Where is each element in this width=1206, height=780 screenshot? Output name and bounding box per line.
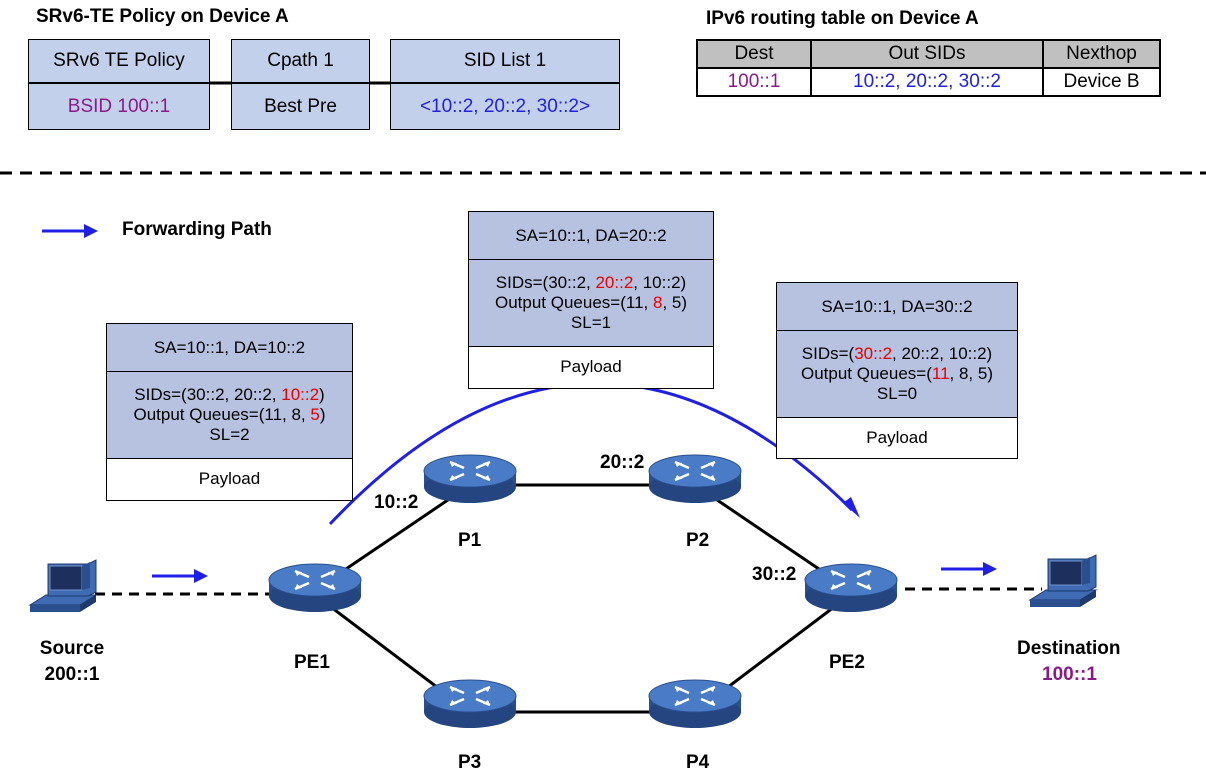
p2-label: P2 — [686, 530, 710, 551]
packet-header-text: SA=10::1, DA=20::2 — [515, 225, 667, 245]
packet-header-text: SA=10::1, DA=30::2 — [821, 296, 973, 316]
destination-computer-icon — [1028, 554, 1098, 607]
p3-label: P3 — [458, 752, 482, 773]
queues-prefix: Output Queues=( — [800, 364, 932, 383]
sids-suffix: , 10::2) — [633, 273, 687, 292]
cpath-preference-cell: Best Pre — [231, 83, 370, 130]
policy-title: SRv6-TE Policy on Device A — [36, 6, 289, 27]
packet-payload: Payload — [469, 347, 713, 387]
router-links — [314, 483, 851, 714]
p1-interface-label: 10::2 — [374, 492, 419, 513]
source-name-label: Source — [39, 638, 105, 659]
packet-payload: Payload — [107, 459, 352, 499]
routing-table-title: IPv6 routing table on Device A — [706, 8, 979, 29]
sidlist-header-cell: SID List 1 — [390, 39, 620, 83]
p2-router-icon — [648, 454, 742, 503]
packet-box-1: SA=10::1, DA=10::2 SIDs=(30::2, 20::2, 1… — [106, 323, 353, 501]
p4-router-icon — [648, 679, 742, 728]
routing-table: Dest Out SIDs Nexthop 100::1 10::2, 20::… — [696, 39, 1161, 97]
p4-label: P4 — [686, 752, 710, 773]
routing-table-header: Dest Out SIDs Nexthop — [696, 39, 1161, 69]
pe1-router-icon — [268, 563, 362, 612]
packet-sids: SIDs=(30::2, 20::2, 10::2) — [496, 273, 686, 293]
source-computer-icon — [28, 559, 98, 612]
p2-interface-label: 20::2 — [600, 452, 645, 473]
active-sid: 30::2 — [854, 344, 893, 363]
segments-left: SL=1 — [570, 313, 612, 332]
pe2-label: PE2 — [829, 652, 865, 673]
pe2-router-icon — [804, 563, 898, 612]
active-queue: 8 — [652, 293, 663, 312]
packet-ipv6-header: SA=10::1, DA=20::2 — [469, 212, 713, 260]
bsid-cell: BSID 100::1 — [28, 83, 210, 130]
packet-sids: SIDs=(30::2, 20::2, 10::2) — [134, 385, 324, 405]
pe2-interface-label: 30::2 — [752, 564, 797, 585]
active-queue: 5 — [310, 405, 320, 424]
segments-left: SL=2 — [209, 425, 250, 444]
cpath-header-cell: Cpath 1 — [231, 39, 370, 83]
packet-ipv6-header: SA=10::1, DA=30::2 — [777, 283, 1017, 331]
pe1-label: PE1 — [294, 652, 330, 673]
out-sids-cell: 10::2, 20::2, 30::2 — [810, 67, 1044, 97]
sidlist-value-cell: <10::2, 20::2, 30::2> — [390, 83, 620, 130]
packet-srh: SIDs=(30::2, 20::2, 10::2) Output Queues… — [777, 331, 1017, 418]
packet-queues: Output Queues=(11, 8, 5) — [495, 293, 687, 313]
sids-suffix: ) — [319, 385, 325, 404]
sids-prefix: SIDs=(30::2, — [495, 273, 596, 292]
sids-suffix: , 20::2, 10::2) — [892, 344, 993, 363]
dest-arrow-head — [983, 562, 997, 576]
packet-queues: Output Queues=(11, 8, 5) — [133, 405, 325, 425]
packet-queues: Output Queues=(11, 8, 5) — [801, 364, 993, 384]
table-row: 100::1 10::2, 20::2, 30::2 Device B — [696, 67, 1161, 97]
sids-prefix: SIDs=(30::2, 20::2, — [134, 385, 282, 404]
p3-router-icon — [423, 679, 517, 728]
queues-suffix: ) — [319, 405, 326, 424]
queues-suffix: , 5) — [662, 293, 687, 312]
p1-label: P1 — [458, 530, 482, 551]
packet-header-text: SA=10::1, DA=10::2 — [153, 337, 306, 357]
packet-srh: SIDs=(30::2, 20::2, 10::2) Output Queues… — [107, 372, 352, 459]
source-address-label: 200::1 — [44, 664, 100, 685]
sids-prefix: SIDs=( — [801, 344, 855, 363]
packet-box-3: SA=10::1, DA=30::2 SIDs=(30::2, 20::2, 1… — [776, 282, 1018, 459]
queues-prefix: Output Queues=(11, 8, — [133, 405, 311, 424]
active-sid: 10::2 — [281, 385, 320, 404]
column-header: Nexthop — [1042, 39, 1161, 69]
packet-srh: SIDs=(30::2, 20::2, 10::2) Output Queues… — [469, 260, 713, 347]
packet-sids: SIDs=(30::2, 20::2, 10::2) — [802, 344, 992, 364]
nexthop-cell: Device B — [1042, 67, 1161, 97]
policy-header-cell: SRv6 TE Policy — [28, 39, 210, 83]
column-header: Dest — [696, 39, 812, 69]
packet-box-2: SA=10::1, DA=20::2 SIDs=(30::2, 20::2, 1… — [468, 211, 714, 389]
packet-payload: Payload — [777, 418, 1017, 458]
packet-ipv6-header: SA=10::1, DA=10::2 — [107, 324, 352, 372]
source-arrow-head — [194, 569, 208, 583]
legend-label: Forwarding Path — [122, 219, 272, 240]
legend-arrow-head — [84, 224, 98, 238]
destination-address-label: 100::1 — [1042, 664, 1097, 685]
dest-cell: 100::1 — [696, 67, 812, 97]
active-sid: 20::2 — [595, 273, 634, 292]
queues-prefix: Output Queues=(11, — [494, 293, 653, 312]
active-queue: 11 — [931, 364, 950, 383]
destination-name-label: Destination — [1017, 638, 1121, 659]
queues-suffix: , 8, 5) — [949, 364, 993, 383]
p1-router-icon — [423, 454, 517, 503]
column-header: Out SIDs — [810, 39, 1044, 69]
forwarding-path-arrowhead — [843, 497, 860, 518]
segments-left: SL=0 — [876, 384, 918, 403]
